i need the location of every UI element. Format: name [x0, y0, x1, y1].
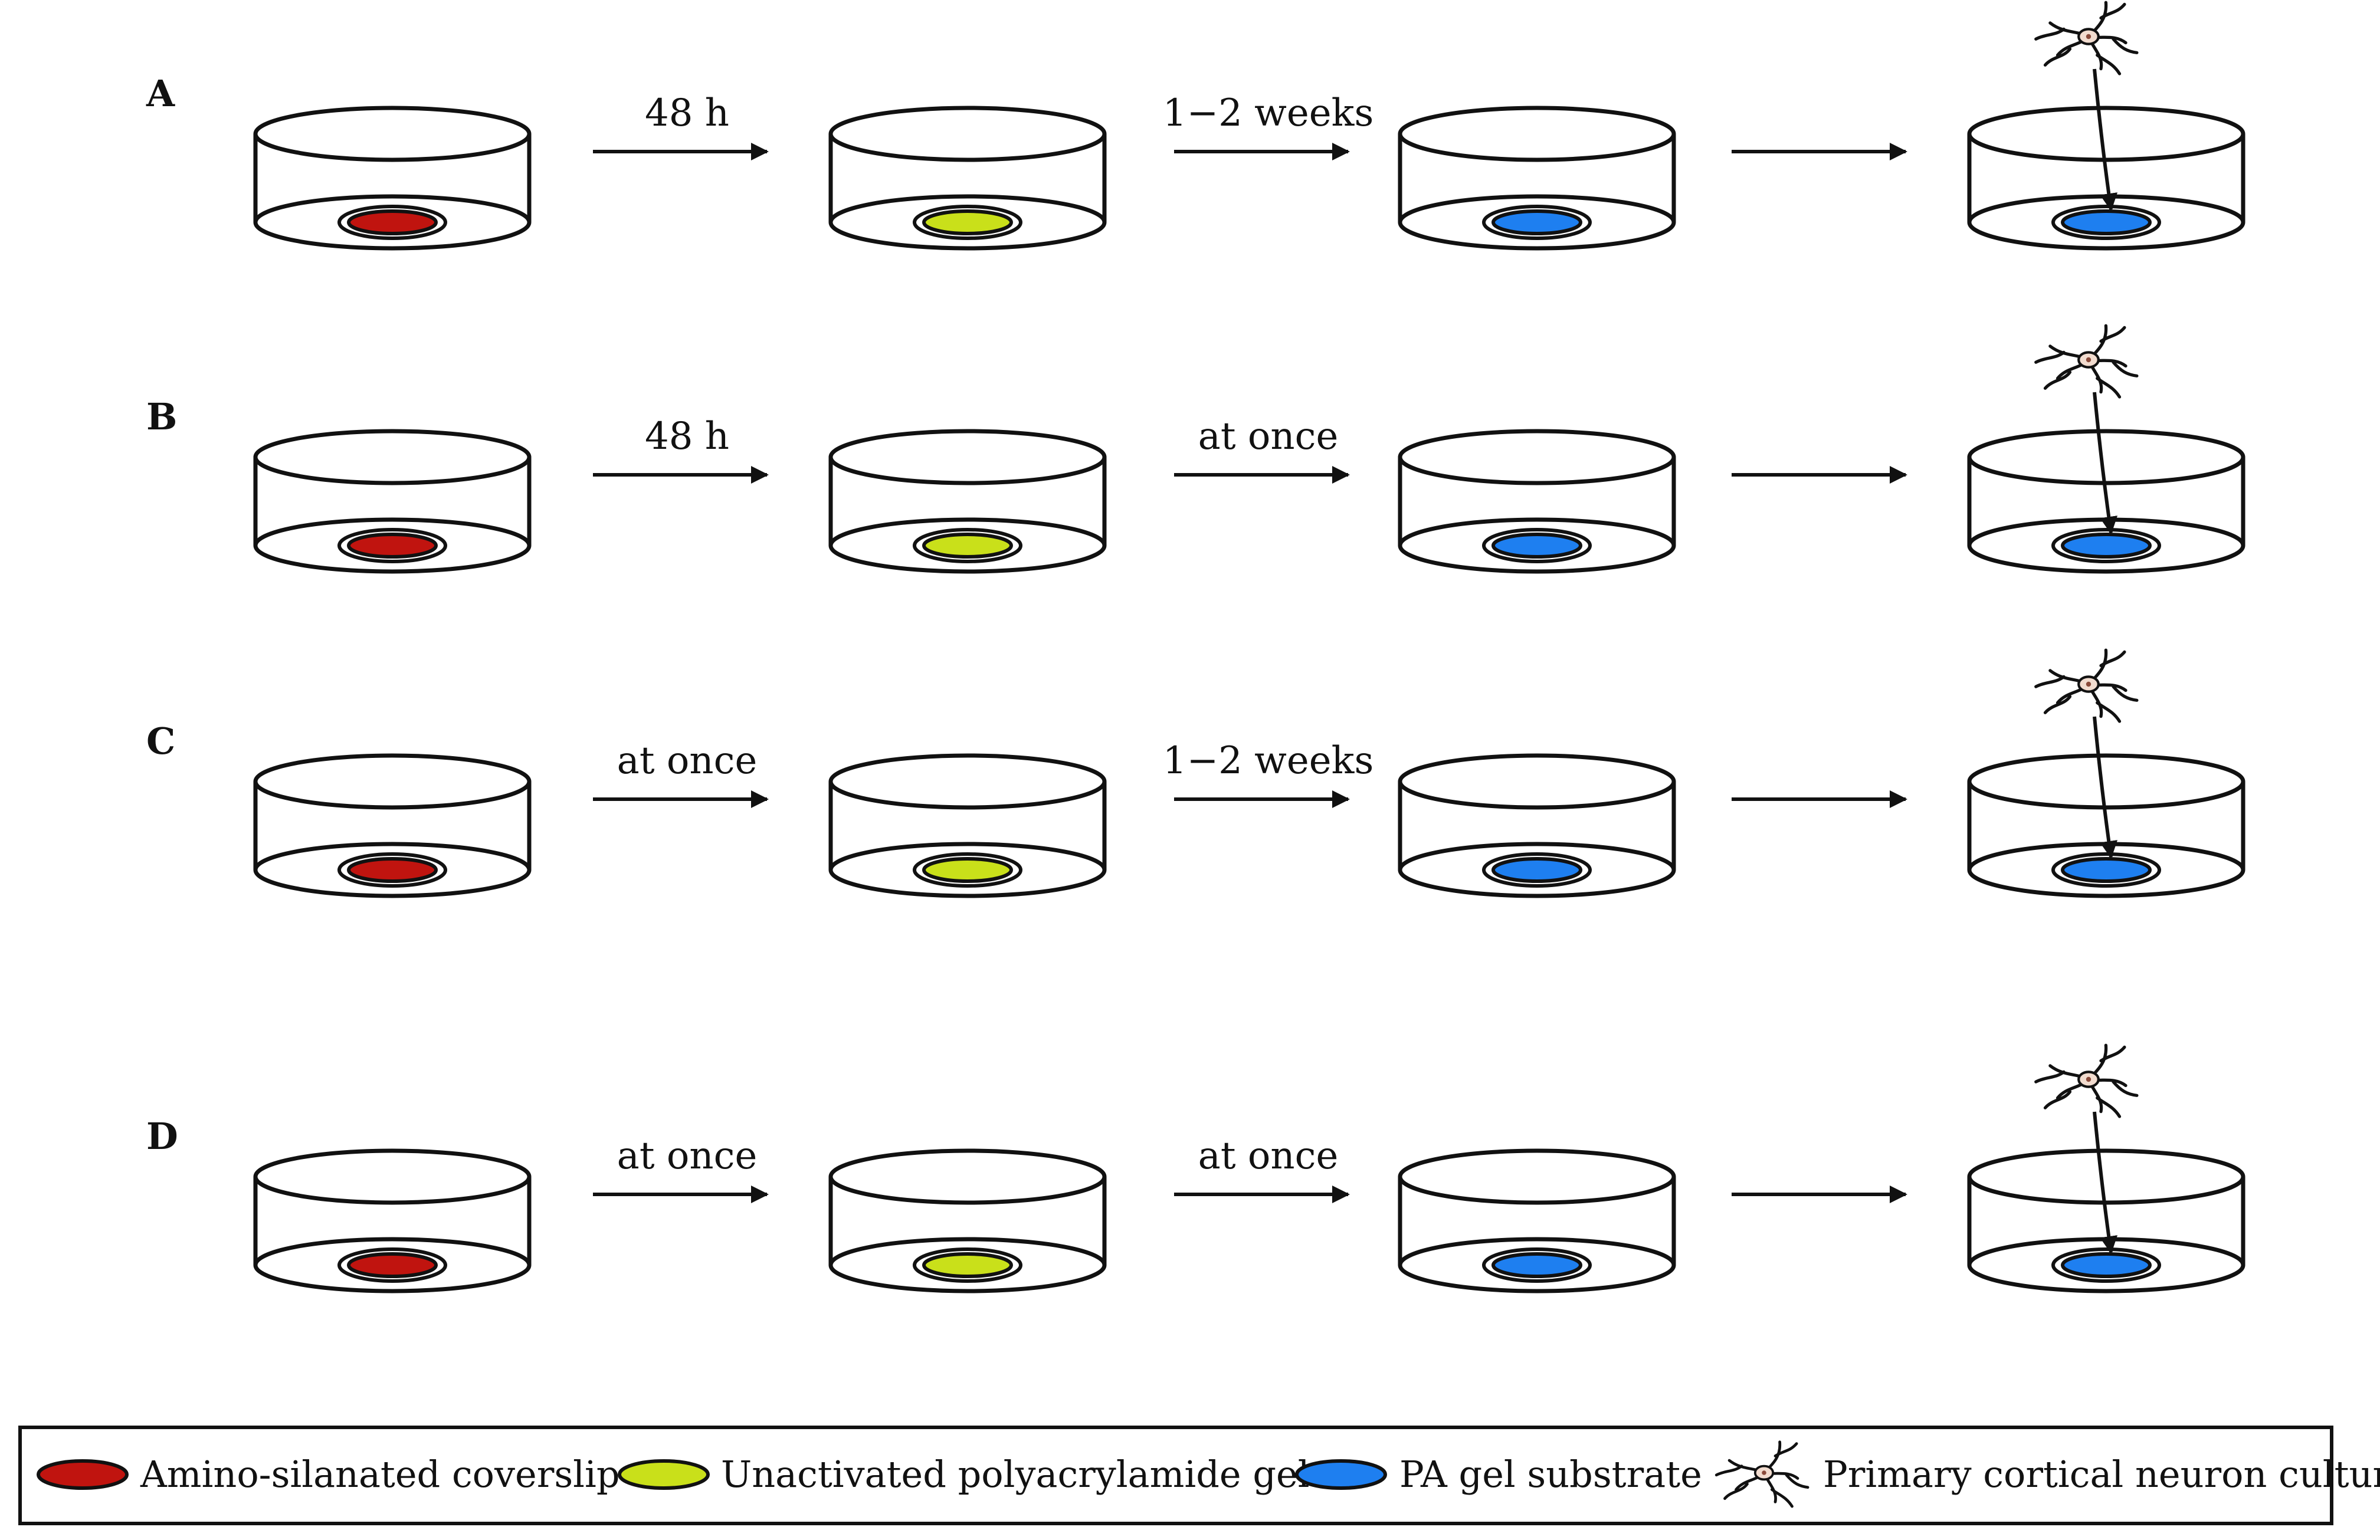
petri-dish	[1398, 753, 1676, 898]
protocol-row-b: B 48 h at once	[146, 326, 2245, 574]
neuron-icon	[2036, 1045, 2137, 1117]
step-label: 48 h	[645, 415, 729, 458]
petri-dish	[1967, 429, 2245, 574]
protocol-row-a: A 48 h 1−2 weeks	[146, 2, 2245, 251]
step-label: at once	[617, 739, 758, 783]
row-label: C	[146, 720, 175, 763]
dish-rim	[253, 429, 532, 485]
blue-disc-icon	[2061, 1252, 2152, 1278]
blue-disc-icon	[2061, 533, 2152, 559]
dish-rim	[828, 753, 1107, 810]
red-disc-icon	[347, 1252, 438, 1278]
petri-dish	[253, 1148, 532, 1293]
neuron-icon	[2036, 326, 2137, 397]
dish-rim	[828, 1148, 1107, 1205]
dish-rim	[828, 429, 1107, 485]
dish-rim	[1398, 1148, 1676, 1205]
blue-disc-icon	[1491, 533, 1582, 559]
legend: Amino-silanated coverslip Unactivated po…	[18, 1426, 2380, 1525]
legend-label-coverslip: Amino-silanated coverslip	[140, 1453, 620, 1496]
dish-rim	[1967, 753, 2245, 810]
yellow-disc-icon	[922, 209, 1013, 235]
blue-disc-icon	[1491, 209, 1582, 235]
blue-disc-icon	[1295, 1459, 1387, 1490]
legend-label-pa-gel: PA gel substrate	[1399, 1453, 1702, 1496]
petri-dish	[253, 753, 532, 898]
petri-dish	[253, 106, 532, 251]
petri-dish	[1967, 106, 2245, 251]
dish-rim	[1398, 753, 1676, 810]
yellow-disc-icon	[922, 857, 1013, 883]
yellow-disc-icon	[922, 533, 1013, 559]
petri-dish	[828, 753, 1107, 898]
row-label: B	[146, 395, 177, 438]
row-label: D	[146, 1115, 178, 1158]
step-label: at once	[1198, 415, 1339, 458]
dish-rim	[253, 1148, 532, 1205]
dish-rim	[1967, 1148, 2245, 1205]
seeding-arrow	[2093, 392, 2118, 534]
dish-rim	[1398, 106, 1676, 162]
petri-dish	[1398, 106, 1676, 251]
row-label: A	[146, 72, 175, 115]
neuron-icon	[2036, 2, 2137, 74]
step-label: 1−2 weeks	[1163, 739, 1374, 783]
petri-dish	[828, 1148, 1107, 1293]
step-label: 48 h	[645, 91, 729, 135]
blue-disc-icon	[1491, 857, 1582, 883]
blue-disc-icon	[2061, 857, 2152, 883]
red-disc-icon	[347, 857, 438, 883]
blue-disc-icon	[2061, 209, 2152, 235]
dish-rim	[1967, 429, 2245, 485]
yellow-disc-icon	[922, 1252, 1013, 1278]
red-disc-icon	[347, 533, 438, 559]
legend-label-neuron-culture: Primary cortical neuron culture	[1823, 1453, 2380, 1496]
blue-disc-icon	[1491, 1252, 1582, 1278]
dish-rim	[1967, 106, 2245, 162]
petri-dish	[1398, 1148, 1676, 1293]
dish-rim	[1398, 429, 1676, 485]
seeding-arrow	[2093, 1111, 2118, 1254]
legend-box	[18, 1426, 2333, 1525]
step-label: at once	[617, 1134, 758, 1178]
petri-dish	[1398, 429, 1676, 574]
seeding-arrow	[2093, 716, 2118, 859]
dish-rim	[828, 106, 1107, 162]
legend-label-unactivated-gel: Unactivated polyacrylamide gel	[721, 1453, 1310, 1496]
petri-dish	[828, 106, 1107, 251]
petri-dish	[253, 429, 532, 574]
petri-dish	[828, 429, 1107, 574]
dish-rim	[253, 753, 532, 810]
dish-rim	[253, 106, 532, 162]
step-label: 1−2 weeks	[1163, 91, 1374, 135]
neuron-icon	[2036, 650, 2137, 721]
yellow-disc-icon	[618, 1459, 710, 1490]
seeding-arrow	[2093, 68, 2118, 211]
red-disc-icon	[37, 1459, 129, 1490]
petri-dish	[1967, 753, 2245, 898]
step-label: at once	[1198, 1134, 1339, 1178]
red-disc-icon	[347, 209, 438, 235]
